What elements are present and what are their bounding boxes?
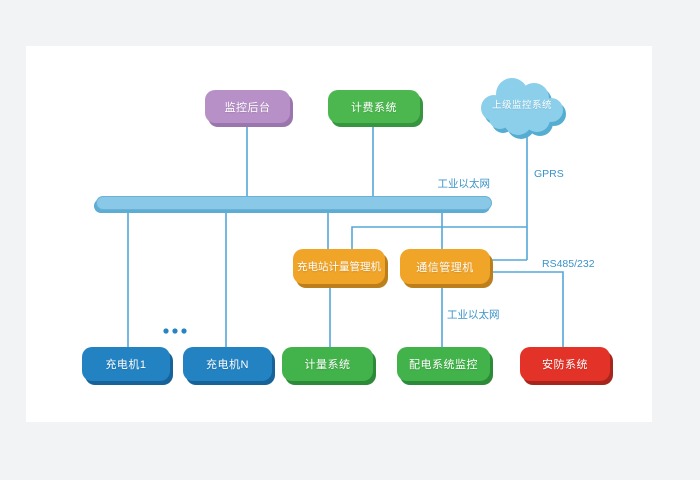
node-metering-system: 计量系统 [282,347,373,381]
node-metering-system-label: 计量系统 [304,359,351,371]
edge-metering-mgr-to-gprs-line [351,226,527,251]
edge-comm-mgr-rs485-to-security [490,271,564,347]
edge-label-industrial-ethernet-mid: 工业以太网 [447,309,500,321]
edge-label-rs485-232: RS485/232 [542,258,595,270]
node-charger-1: 充电机1 [82,347,170,381]
node-communication-manager: 通信管理机 [400,249,490,284]
node-distribution-system-monitor-label: 配电系统监控 [409,359,478,371]
node-monitoring-backend-label: 监控后台 [224,101,271,114]
node-billing-system: 计费系统 [328,90,420,123]
node-superior-monitoring-system: 上级监控系统 [474,72,570,140]
node-distribution-system-monitor: 配电系统监控 [397,347,490,381]
node-charger-n-label: 充电机N [206,359,249,371]
node-charging-station-metering-manager: 充电站计量管理机 [293,249,385,284]
node-charger-1-label: 充电机1 [105,359,147,371]
edge-label-gprs: GPRS [534,168,564,180]
node-superior-monitoring-system-label: 上级监控系统 [491,100,552,111]
charger-ellipsis-dots [163,328,187,334]
edge-label-industrial-ethernet-top: 工业以太网 [437,178,491,190]
ethernet-bus-bar [96,196,492,210]
node-security-system: 安防系统 [520,347,610,381]
node-security-system-label: 安防系统 [542,359,588,371]
node-communication-manager-label: 通信管理机 [416,261,474,274]
cloud-icon [481,78,566,139]
node-charging-station-metering-manager-label: 充电站计量管理机 [297,261,381,273]
node-charger-n: 充电机N [183,347,272,381]
node-billing-system-label: 计费系统 [351,101,397,114]
node-monitoring-backend: 监控后台 [205,90,290,123]
